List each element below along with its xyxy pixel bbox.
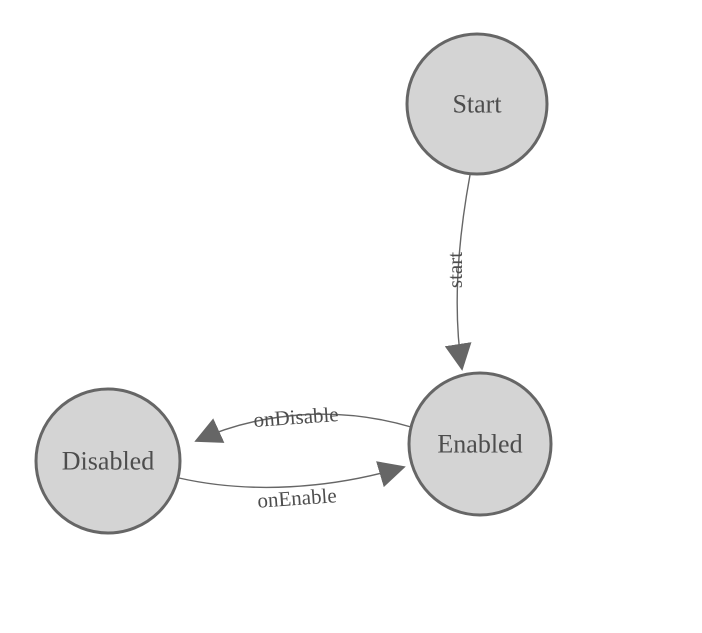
edge-start-to-enabled bbox=[444, 174, 472, 371]
state-circle-start bbox=[405, 32, 549, 176]
edge-enabled-to-disabled bbox=[194, 413, 412, 443]
state-circle-enabled bbox=[407, 371, 553, 517]
state-label-enabled: Enabled bbox=[437, 430, 522, 459]
state-node-start: Start bbox=[405, 32, 549, 176]
state-node-disabled: Disabled bbox=[34, 387, 182, 535]
edge-label-onenable: onEnable bbox=[257, 483, 338, 512]
state-node-enabled: Enabled bbox=[407, 371, 553, 517]
edge-label-ondisable: onDisable bbox=[253, 402, 340, 432]
edge-disabled-to-enabled bbox=[178, 461, 406, 489]
state-label-disabled: Disabled bbox=[62, 447, 154, 476]
state-label-start: Start bbox=[452, 90, 502, 119]
state-circle-disabled bbox=[34, 387, 182, 535]
edge-label-start: start bbox=[443, 252, 467, 288]
